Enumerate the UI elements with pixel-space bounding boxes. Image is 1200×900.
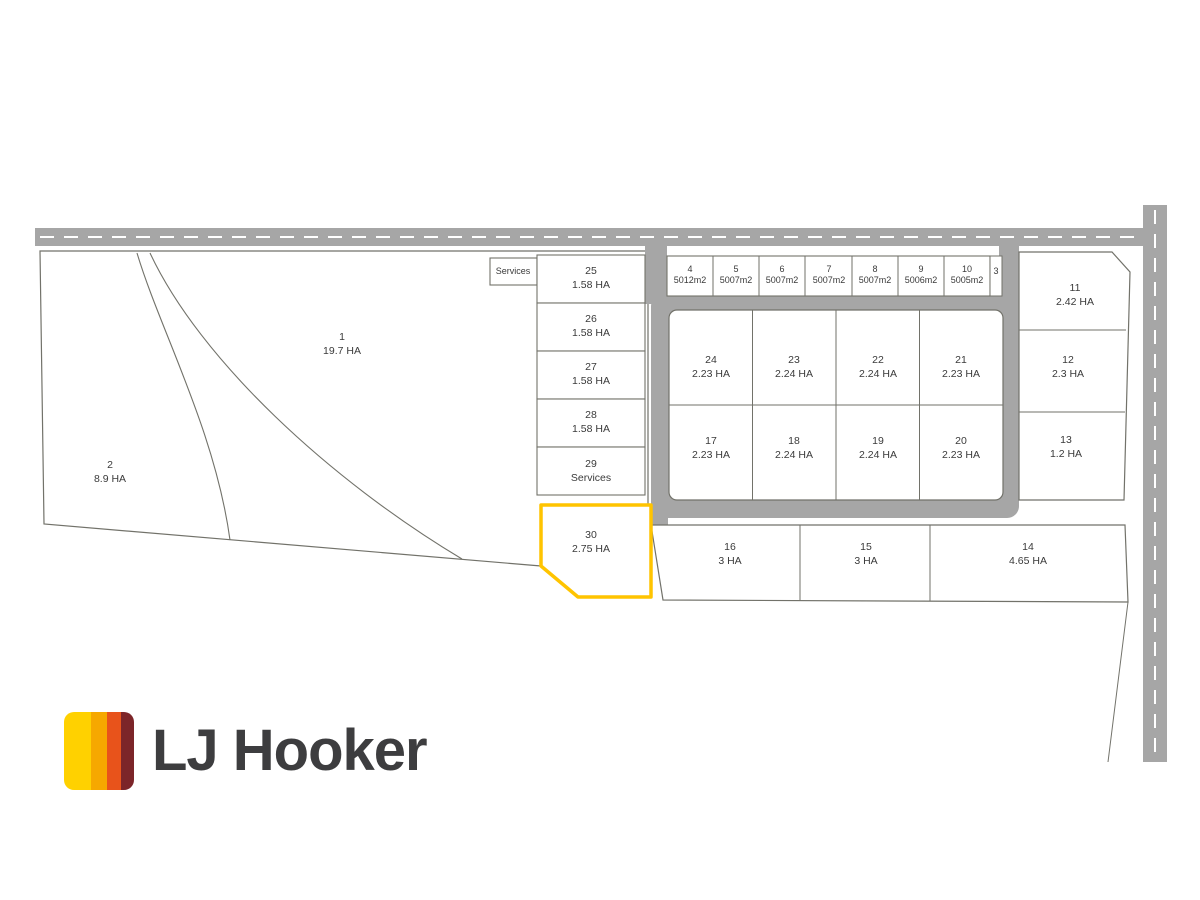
lot-19-label: 19 2.24 HA [859,434,897,461]
lot-25-label: 25 1.58 HA [572,264,610,291]
logo-stripe-yellow [64,712,91,790]
lot-18-label: 18 2.24 HA [775,434,813,461]
lot-10-label: 10 5005m2 [950,264,984,286]
lot-27-label: 27 1.58 HA [572,360,610,387]
logo-stripe-orange [107,712,122,790]
lot-4-label: 4 5012m2 [673,264,707,286]
lot-3-label: 3 [993,265,999,276]
lot-11-label: 11 2.42 HA [1056,281,1094,308]
lot-13-label: 13 1.2 HA [1049,433,1083,460]
lot-15-label: 15 3 HA [854,540,878,567]
lot-16-label: 16 3 HA [718,540,742,567]
services-box-shape [489,257,538,286]
logo-stripe-maroon [121,712,134,790]
right-column-shape [1018,251,1131,501]
lot-2-label: 2 8.9 HA [93,458,127,485]
lot-29-label: 29 Services [570,457,612,484]
lot-23-label: 23 2.24 HA [775,353,813,380]
services-box-label: Services [495,265,531,276]
boundary-line-bottom-right [1107,601,1129,763]
lot-30-highlighted-shape [539,503,653,599]
creek-boundary-line-1 [136,252,231,541]
lj-hooker-logo: LJ Hooker [64,712,428,790]
lot-26-label: 26 1.58 HA [572,312,610,339]
lot-1-label: 1 19.7 HA [323,330,361,357]
lot-14-label: 14 4.65 HA [1009,540,1047,567]
lot-7-label: 7 5007m2 [812,264,846,286]
lot-24-label: 24 2.23 HA [692,353,730,380]
lot-17-label: 17 2.23 HA [692,434,730,461]
road-horizontal [35,228,1147,246]
lot-6-label: 6 5007m2 [765,264,799,286]
lot-21-label: 21 2.23 HA [942,353,980,380]
lot-9-label: 9 5006m2 [904,264,938,286]
lot-30-label: 30 2.75 HA [572,528,610,555]
lot-29-shape [536,446,646,496]
lot-8-label: 8 5007m2 [858,264,892,286]
road-stub-left [645,246,667,304]
lj-hooker-wordmark: LJ Hooker [152,718,428,783]
lot-20-label: 20 2.23 HA [942,434,980,461]
lot-28-label: 28 1.58 HA [572,408,610,435]
small-lots-row-shape [666,255,991,297]
logo-stripe-amber [90,712,108,790]
lj-hooker-logo-mark [64,712,134,790]
lot-25-shape [536,254,646,304]
road-stub-right [999,246,1019,304]
lot-27-shape [536,350,646,400]
lot-3-shape [989,255,1003,297]
lot-28-shape [536,398,646,448]
lot-22-label: 22 2.24 HA [859,353,897,380]
creek-boundary-line-2 [149,252,463,560]
lot-5-label: 5 5007m2 [719,264,753,286]
lot-26-shape [536,302,646,352]
lot-12-label: 12 2.3 HA [1051,353,1085,380]
